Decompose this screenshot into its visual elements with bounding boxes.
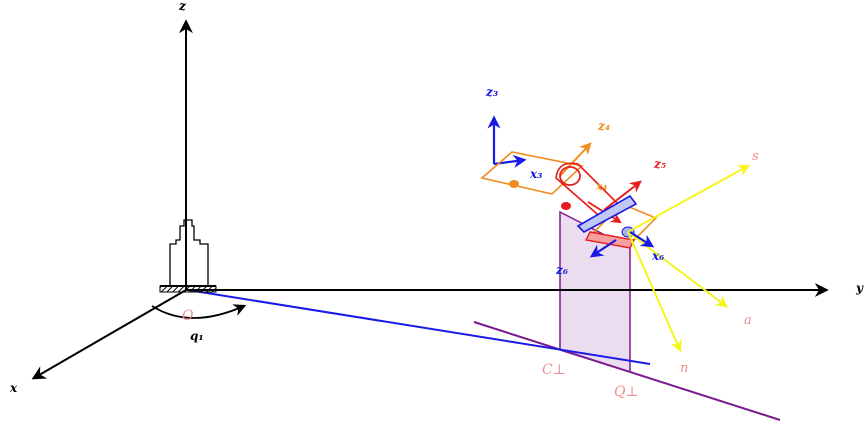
n-axis: [627, 231, 682, 353]
label-z5: z₅: [653, 157, 666, 171]
s-axis: [627, 164, 751, 233]
z6-axis: [589, 239, 617, 258]
robot-base: [169, 219, 209, 286]
purple-line: [473, 321, 781, 421]
label-z4: z₄: [597, 119, 610, 133]
label-q-perp: Q⊥: [614, 384, 639, 400]
label-y: y: [855, 281, 864, 295]
label-a: a: [744, 313, 752, 328]
link5-body: [555, 162, 622, 222]
label-s: s: [752, 149, 759, 164]
label-z3: z₃: [485, 85, 498, 99]
label-x: x: [9, 381, 18, 395]
label-x4: x₄: [595, 180, 608, 193]
label-q1: q₁: [190, 329, 204, 343]
blue-line: [187, 289, 651, 365]
label-z: z: [178, 0, 187, 13]
a-axis: [627, 231, 728, 308]
label-x3: x₃: [529, 167, 542, 181]
z4-axis: [559, 142, 592, 177]
z5-axis: [603, 180, 642, 211]
link5-joint: [561, 202, 571, 210]
x-axis: [31, 289, 187, 380]
wrist-plate-blue: [576, 194, 638, 233]
label-c-perp: C⊥: [542, 362, 566, 378]
wrist-plate-red: [584, 231, 636, 249]
link5-joint-ring: [559, 166, 581, 186]
link4-joint: [509, 180, 519, 188]
link4-body: [480, 151, 584, 195]
label-n: n: [680, 361, 688, 376]
label-origin: O: [182, 308, 194, 324]
q1-rotation-arc: [151, 304, 247, 319]
label-z6: z₆: [555, 263, 568, 277]
label-x6: x₆: [651, 249, 664, 263]
x6-axis: [629, 231, 655, 248]
